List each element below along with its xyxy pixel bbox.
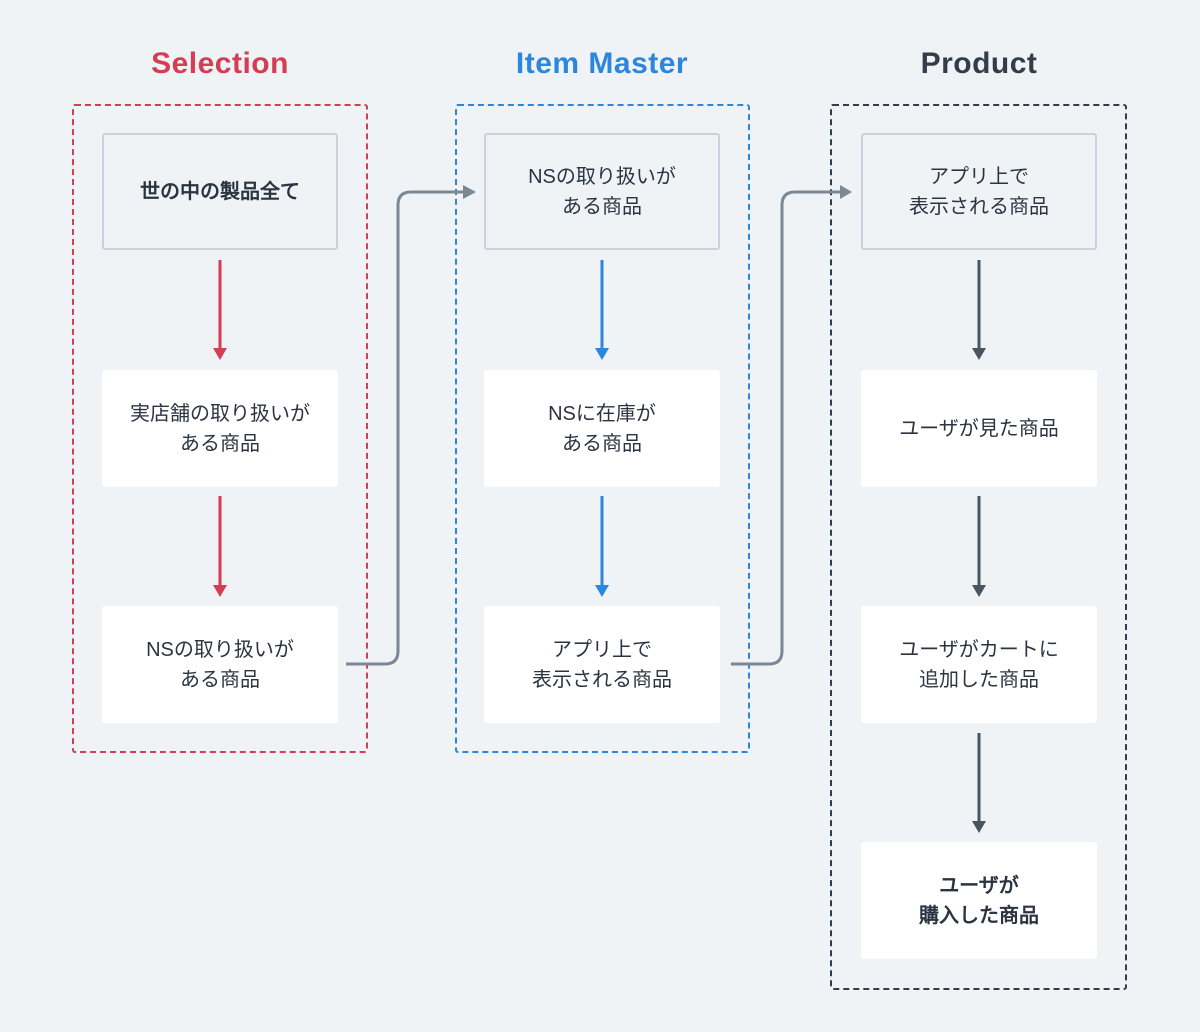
selection-card-ns-handled: NSの取り扱いが ある商品 [102,606,338,723]
card-text-line: 世の中の製品全て [140,180,300,203]
selection-card-physical-store: 実店舗の取り扱いが ある商品 [102,370,338,487]
card-text-line: 表示される商品 [532,668,672,691]
card-text-line: NSの取り扱いが [528,165,676,188]
card-text-line: ある商品 [180,668,260,691]
card-text-line: ある商品 [562,432,642,455]
selection-title: Selection [151,47,289,80]
product-card-purchased: ユーザが 購入した商品 [861,842,1097,959]
card-text-line: ある商品 [180,432,260,455]
card-text-line: 実店舗の取り扱いが [130,402,310,425]
card-text-line: アプリ上で [552,638,652,661]
item-master-title: Item Master [515,47,689,80]
card-text-line: 購入した商品 [919,904,1039,927]
item-master-card-in-stock: NSに在庫が ある商品 [484,370,720,487]
card-text-line: 追加した商品 [919,668,1039,691]
item-master-card-shown-in-app: アプリ上で 表示される商品 [484,606,720,723]
item-master-card-ns-handled: NSの取り扱いが ある商品 [484,133,720,250]
card-text-line: アプリ上で [929,165,1029,188]
card-text-line: NSに在庫が [548,402,656,425]
card-text-line: ある商品 [562,195,642,218]
product-card-added-to-cart: ユーザがカートに 追加した商品 [861,606,1097,723]
product-title: Product [920,47,1038,80]
card-text-line: 表示される商品 [909,195,1049,218]
card-text-line: ユーザが [939,874,1019,897]
card-text-line: NSの取り扱いが [146,638,294,661]
product-card-viewed: ユーザが見た商品 [861,370,1097,487]
card-text-line: ユーザがカートに [899,638,1059,661]
selection-card-all-products: 世の中の製品全て [102,133,338,250]
product-card-shown-in-app: アプリ上で 表示される商品 [861,133,1097,250]
card-text-line: ユーザが見た商品 [899,417,1059,440]
